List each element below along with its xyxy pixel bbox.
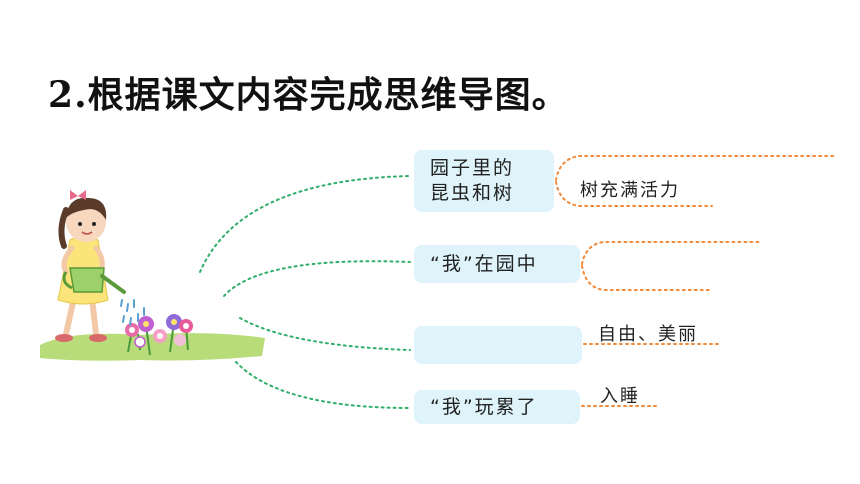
girl-watering-flowers-icon (40, 190, 265, 361)
box1-line2: 昆虫和树 (430, 182, 515, 204)
box4-label: “我”玩累了 (430, 395, 538, 418)
question-title: 2.根据课文内容完成思维导图。 (48, 66, 569, 118)
answer-trees-vitality: 树充满活力 (580, 180, 680, 201)
box2-label: “我”在园中 (430, 252, 538, 275)
green-connectors (199, 175, 411, 409)
question-dot: . (74, 74, 88, 116)
mind-map-box-me-in-garden: “我”在园中 (414, 245, 580, 283)
mind-map-box-blank[interactable] (414, 326, 582, 364)
answer-fall-asleep: 入睡 (600, 386, 640, 407)
box1-line1: 园子里的 (430, 157, 515, 179)
orange-branches (555, 155, 837, 407)
mind-map-box-me-tired: “我”玩累了 (414, 390, 580, 424)
mind-map-box-insects-trees: 园子里的 昆虫和树 (414, 150, 554, 212)
question-number: 2 (48, 74, 75, 116)
answer-free-beautiful: 自由、美丽 (598, 324, 698, 345)
question-text: 根据课文内容完成思维导图。 (87, 75, 569, 116)
